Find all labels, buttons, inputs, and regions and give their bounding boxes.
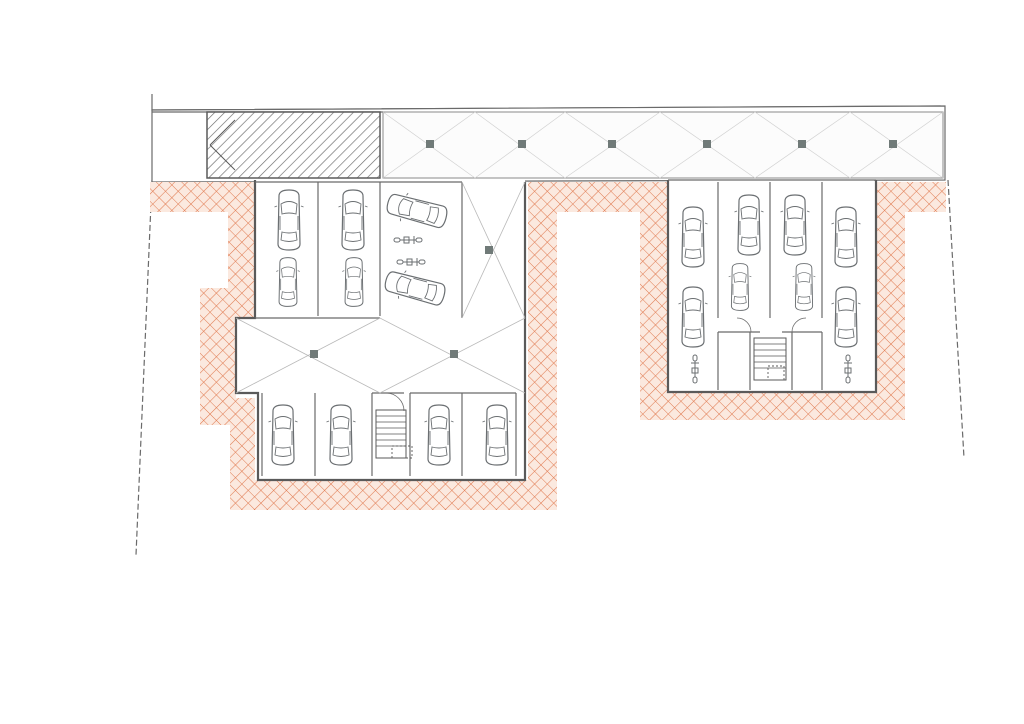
- canopy-slab: [382, 111, 944, 179]
- column-marker-icon: [310, 140, 897, 358]
- earth-retention-hatch: [150, 182, 946, 510]
- west-parking-block: [234, 180, 527, 482]
- stair-icon: [753, 337, 787, 381]
- entrance-ramp: [206, 111, 381, 179]
- stair-icon: [375, 409, 413, 459]
